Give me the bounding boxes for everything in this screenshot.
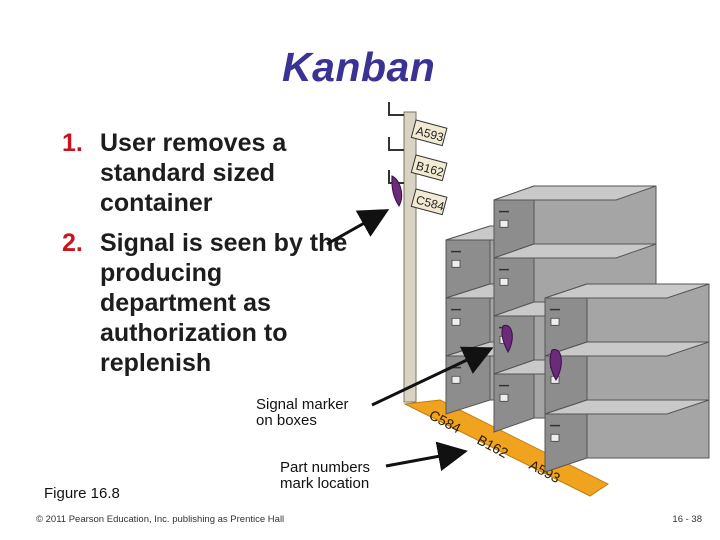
point-1: 1. User removes a standard sized contain… (62, 128, 350, 218)
container-stacks (445, 185, 710, 473)
copyright-footer: © 2011 Pearson Education, Inc. publishin… (36, 514, 285, 525)
signal-marker-callout-line1: Signal marker (256, 396, 349, 413)
container-box (493, 185, 657, 259)
marker-arrow (371, 346, 494, 407)
signal-arrow (326, 209, 390, 246)
part-numbers-callout: Part numbers mark location (280, 460, 370, 492)
location-arrow (385, 441, 468, 472)
box-signal-marker (501, 324, 513, 354)
point-2: 2. Signal is seen by the producing depar… (62, 228, 350, 378)
floor-location-strip: C584 B162 A593 (403, 399, 609, 497)
signal-marker-callout-line2: on boxes (256, 412, 317, 429)
point-1-number: 1. (62, 129, 83, 157)
part-numbers-callout-line2: mark location (280, 475, 370, 492)
signal-marker-flag (391, 175, 403, 207)
container-box (544, 399, 710, 473)
post-signs: A593 B162 C584 (410, 119, 448, 216)
point-1-text: User removes a standard sized container (100, 129, 287, 217)
page-number: 16 - 38 (672, 514, 702, 525)
part-numbers-callout-line1: Part numbers (280, 459, 371, 476)
slide-title: Kanban (282, 44, 436, 90)
figure-label: Figure 16.8 (44, 485, 120, 502)
container-box (544, 341, 710, 415)
box-signal-marker (549, 349, 562, 382)
point-2-number: 2. (62, 229, 83, 257)
point-2-text: Signal is seen by the producing departme… (100, 229, 348, 377)
container-box (544, 283, 710, 357)
signal-post (388, 102, 417, 403)
signal-marker-callout: Signal marker on boxes (256, 397, 349, 429)
